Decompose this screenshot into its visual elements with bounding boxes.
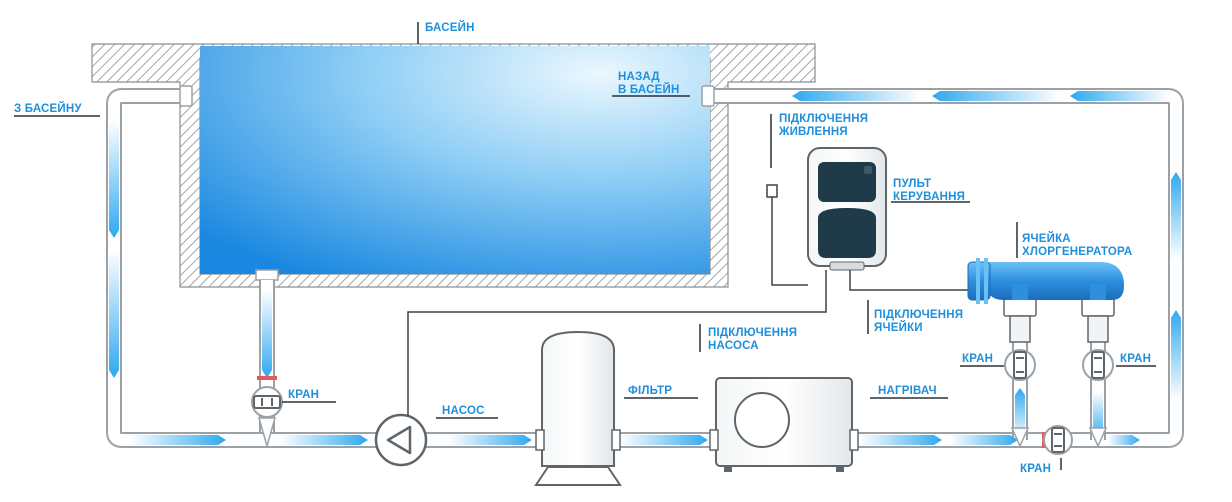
label-cell-1: ЯЧЕЙКА: [1022, 232, 1071, 245]
filter: [534, 330, 622, 486]
label-back-to-pool-1: НАЗАД: [618, 71, 660, 83]
label-pump-conn-1: ПІДКЛЮЧЕННЯ: [708, 327, 797, 339]
label-cell-conn-1: ПІДКЛЮЧЕННЯ: [874, 309, 963, 321]
pump: [374, 413, 428, 467]
wiring: [407, 184, 978, 416]
valve-cell-out: [1082, 349, 1114, 448]
label-control-2: КЕРУВАННЯ: [893, 191, 965, 203]
heater: [709, 377, 859, 472]
label-cell-conn-2: ЯЧЕЙКИ: [874, 321, 923, 334]
label-back-to-pool-2: В БАСЕЙН: [618, 83, 680, 96]
pool-drain: [255, 269, 279, 281]
pool-water: [200, 46, 710, 274]
label-filter: ФІЛЬТР: [628, 385, 672, 397]
wall-fittings: [179, 85, 715, 107]
label-valve-cell-out: КРАН: [1120, 353, 1151, 365]
labels: БАСЕЙН З БАСЕЙНУ НАЗАД В БАСЕЙН ПІДКЛЮЧЕ…: [14, 21, 1151, 475]
pool: [91, 43, 816, 288]
label-pump-conn-2: НАСОСА: [708, 340, 759, 352]
label-control-1: ПУЛЬТ: [893, 178, 931, 190]
label-heater: НАГРІВАЧ: [878, 385, 937, 397]
label-power-1: ПІДКЛЮЧЕННЯ: [779, 113, 868, 125]
label-pool: БАСЕЙН: [425, 21, 475, 34]
label-valve-cell-in: КРАН: [962, 353, 993, 365]
control-unit: [807, 147, 887, 271]
label-cell-2: ХЛОРГЕНЕРАТОРА: [1022, 246, 1132, 258]
label-valve-bypass: КРАН: [1020, 463, 1051, 475]
valve-bypass: [1042, 425, 1073, 455]
flow-arrows: [109, 91, 1181, 445]
chlorinator-cell: [967, 258, 1124, 343]
label-from-pool: З БАСЕЙНУ: [14, 102, 82, 115]
label-power-2: ЖИВЛЕННЯ: [778, 126, 848, 138]
label-pump: НАСОС: [442, 405, 485, 417]
valve-cell-in: [1004, 349, 1036, 448]
label-ticks: [14, 22, 1156, 470]
label-valve-left: КРАН: [288, 389, 319, 401]
